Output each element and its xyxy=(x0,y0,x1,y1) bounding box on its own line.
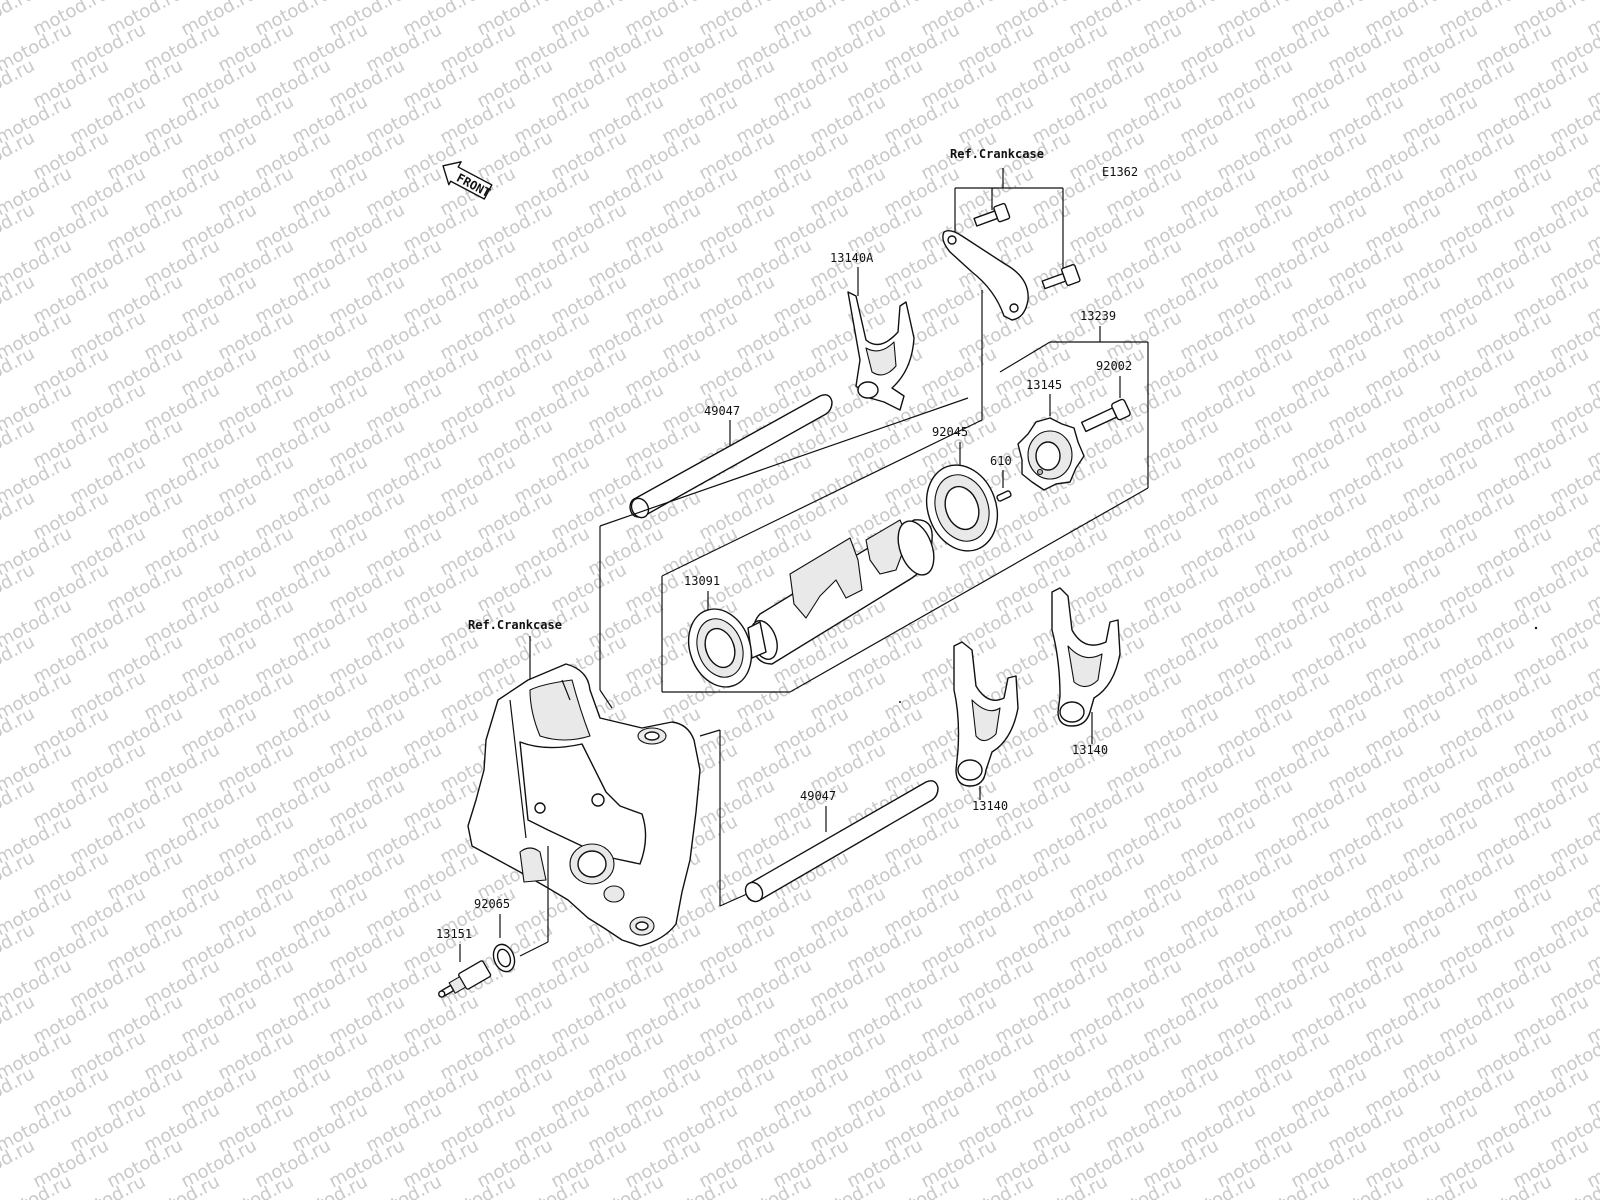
ref-crankcase-left-label: Ref.Crankcase xyxy=(468,618,562,632)
pin-610 xyxy=(996,490,1012,502)
part-49047-upper-label: 49047 xyxy=(704,404,740,418)
stray-dot xyxy=(899,701,901,703)
part-13145-label: 13145 xyxy=(1026,378,1062,392)
part-92002-label: 92002 xyxy=(1096,359,1132,373)
part-49047-lower-label: 49047 xyxy=(800,789,836,803)
stray-dot xyxy=(1534,626,1538,630)
diagram-code: E1362 xyxy=(1102,165,1138,179)
part-92045-label: 92045 xyxy=(932,425,968,439)
part-610-label: 610 xyxy=(990,454,1012,468)
part-13151-label: 13151 xyxy=(436,927,472,941)
part-13140-mid-label: 13140 xyxy=(972,799,1008,813)
part-13091-label: 13091 xyxy=(684,574,720,588)
part-13140A-label: 13140A xyxy=(830,251,874,265)
part-92065-label: 92065 xyxy=(474,897,510,911)
bearing-13091 xyxy=(687,608,753,688)
part-13239-label: 13239 xyxy=(1080,309,1116,323)
ref-crankcase-top-label: Ref.Crankcase xyxy=(950,147,1044,161)
part-13140-right-label: 13140 xyxy=(1072,743,1108,757)
